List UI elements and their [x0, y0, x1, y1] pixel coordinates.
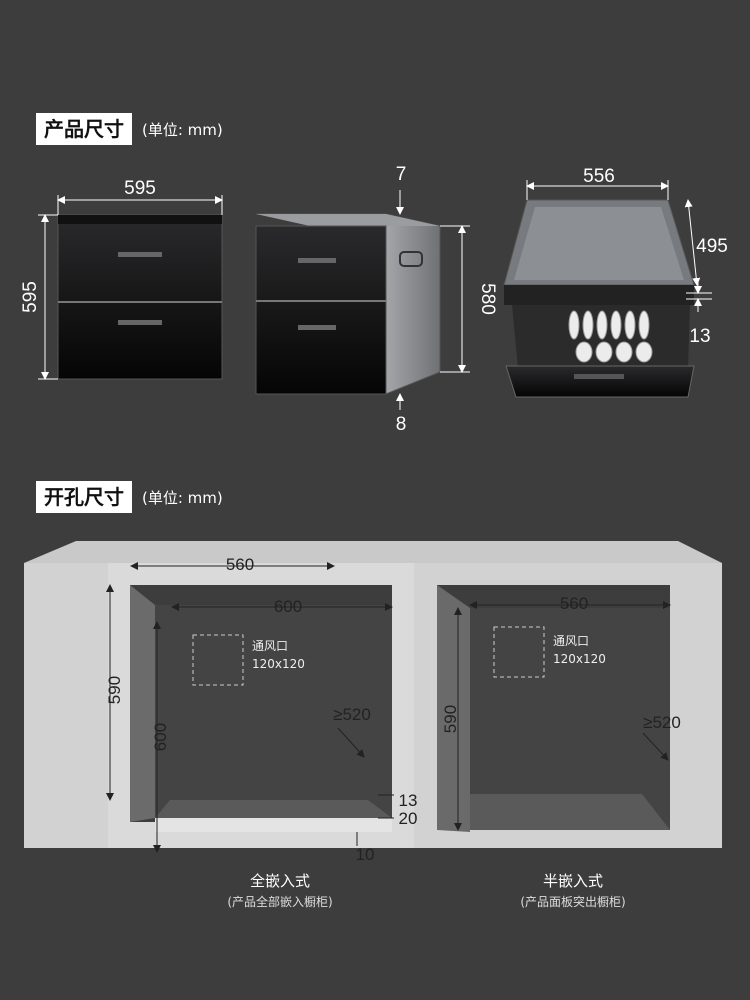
open-drawer-view: [503, 199, 695, 398]
half-height-label: 590: [441, 705, 460, 733]
half-vent-outline: [493, 626, 545, 678]
full-d13-label: 13: [399, 791, 418, 810]
full-inner-height-label: 600: [151, 723, 170, 751]
full-embed-caption: 全嵌入式 (产品全部嵌入橱柜): [190, 870, 370, 910]
cabinet-block: [24, 541, 722, 848]
half-vent-label: 通风口: [553, 634, 589, 648]
side-view-cabinet: [255, 213, 441, 395]
full-depth-label: ≥520: [333, 705, 371, 724]
half-width-label: 560: [560, 594, 588, 613]
half-depth-label: ≥520: [643, 713, 681, 732]
full-embed-subtitle: (产品全部嵌入橱柜): [227, 895, 333, 909]
full-inner-width-label: 600: [274, 597, 302, 616]
front-view-cabinet: [57, 214, 223, 380]
full-vent-outline: [192, 634, 244, 686]
side-height-label: 580: [477, 283, 498, 315]
full-outer-width-label: 560: [226, 555, 254, 574]
front-width-label: 595: [124, 178, 156, 199]
side-top-gap-label: 7: [396, 164, 407, 185]
front-handle-top: [118, 252, 162, 257]
side-handle-bottom: [298, 325, 336, 330]
drawer-handle: [574, 374, 624, 379]
full-vent-label: 通风口: [252, 639, 288, 653]
full-d10-label: 10: [356, 845, 375, 864]
front-handle-bottom: [118, 320, 162, 325]
product-size-heading: 产品尺寸 (单位: mm): [36, 113, 223, 145]
half-vent-size: 120x120: [553, 652, 606, 666]
open-depth-label: 495: [696, 236, 728, 257]
cutout-size-unit: (单位: mm): [142, 488, 223, 507]
full-vent-size: 120x120: [252, 657, 305, 671]
side-grip-handle: [399, 251, 423, 267]
dish-rack: [568, 310, 653, 363]
open-gap-label: 13: [689, 326, 710, 347]
product-size-unit: (单位: mm): [142, 120, 223, 139]
side-bottom-gap-label: 8: [396, 414, 407, 435]
product-size-title: 产品尺寸: [36, 113, 132, 145]
cutout-size-heading: 开孔尺寸 (单位: mm): [36, 481, 223, 513]
half-embed-subtitle: (产品面板突出橱柜): [520, 895, 626, 909]
half-embed-title: 半嵌入式: [542, 872, 603, 890]
half-embed-caption: 半嵌入式 (产品面板突出橱柜): [483, 870, 663, 910]
open-width-label: 556: [583, 166, 615, 187]
full-d20-label: 20: [399, 809, 418, 828]
front-height-label: 595: [20, 281, 41, 313]
full-outer-height-label: 590: [105, 676, 124, 704]
cutout-size-title: 开孔尺寸: [36, 481, 132, 513]
side-handle-top: [298, 258, 336, 263]
full-embed-title: 全嵌入式: [249, 872, 310, 890]
